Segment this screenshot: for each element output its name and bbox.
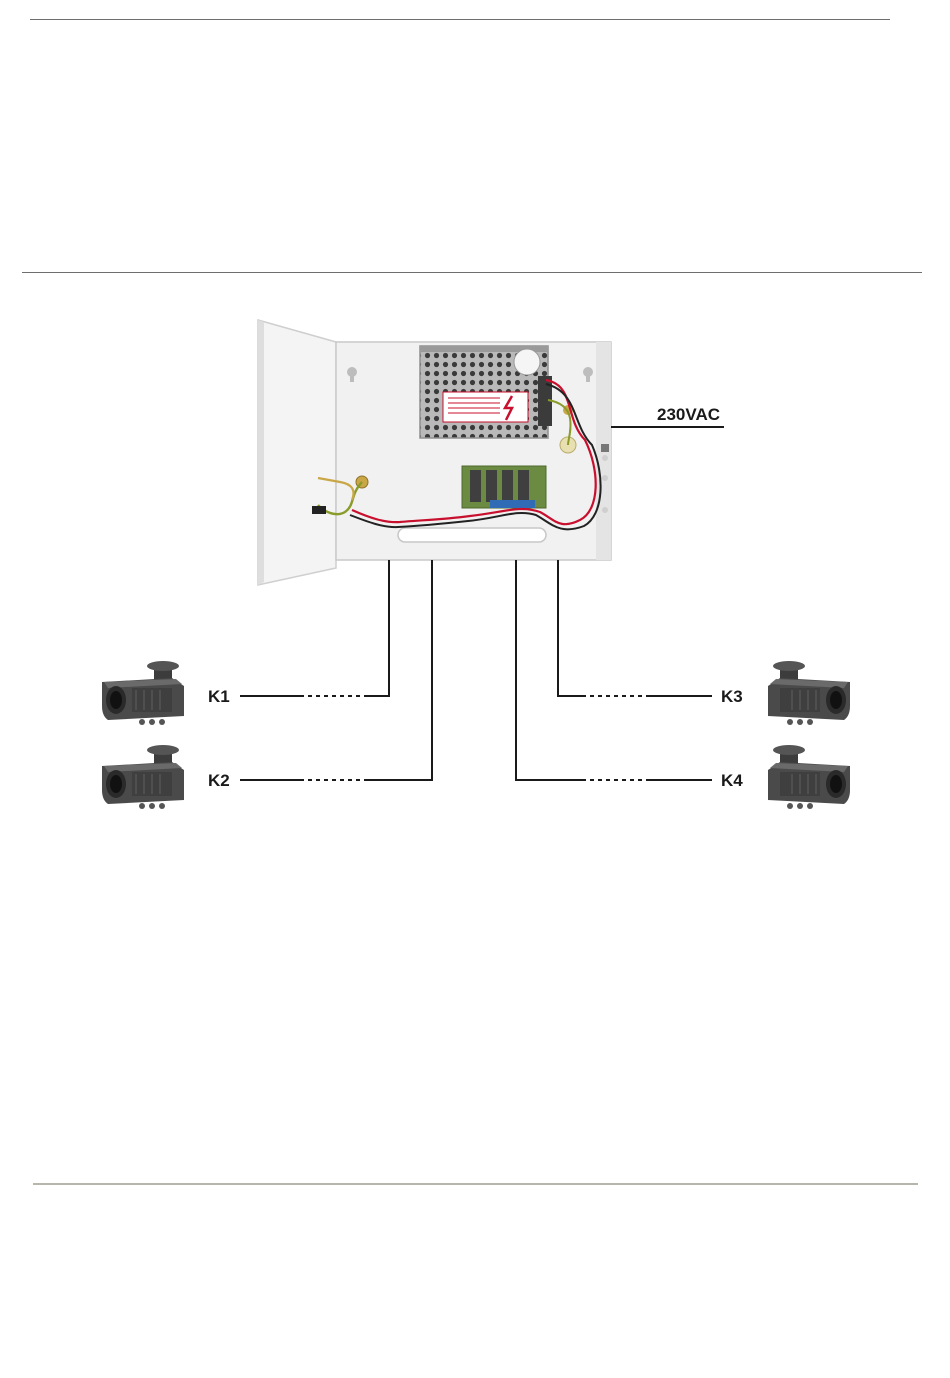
output-label-k4: K4 <box>721 771 743 790</box>
output-wire-k4 <box>516 560 712 780</box>
output-label-k2: K2 <box>208 771 230 790</box>
cctv-camera-icon <box>102 661 184 725</box>
cctv-camera-icon <box>102 745 184 809</box>
output-wire-k3 <box>558 560 712 696</box>
cctv-camera-icon <box>768 661 850 725</box>
cctv-camera-icon <box>768 745 850 809</box>
power-supply-enclosure-image <box>258 320 611 585</box>
output-label-k3: K3 <box>721 687 743 706</box>
output-wire-k2 <box>240 560 432 780</box>
mains-label: 230VAC <box>657 405 720 424</box>
output-label-k1: K1 <box>208 687 230 706</box>
